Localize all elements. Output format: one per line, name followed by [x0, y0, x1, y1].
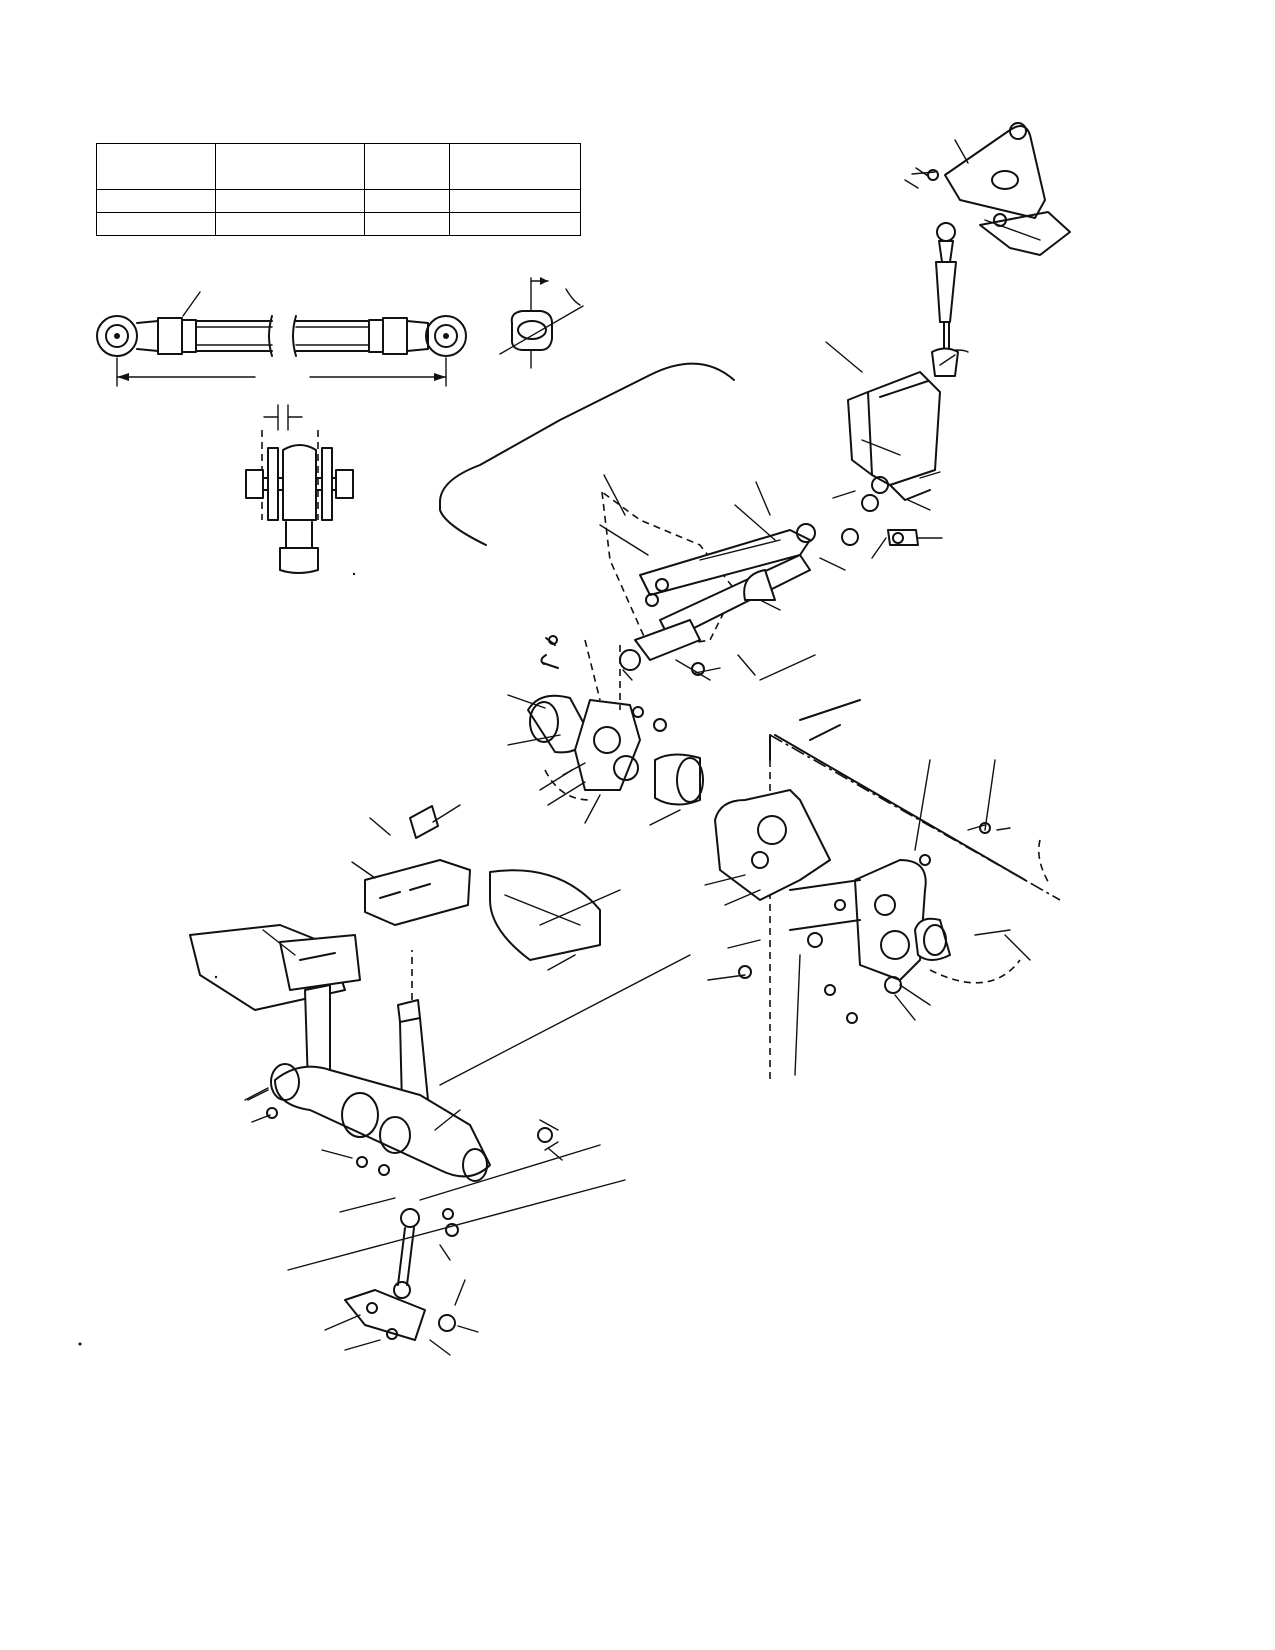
mid-bellcrank-assembly: [540, 490, 859, 681]
upper-bellcrank-bracket: [904, 122, 1071, 256]
spec-table: [96, 143, 581, 236]
spec-table-row: [96, 189, 581, 213]
spec-cell: [215, 212, 365, 236]
spec-cell: [96, 212, 216, 236]
assembly-centerlines: [287, 639, 691, 1271]
callout-leaders: [244, 139, 1031, 1356]
exploded-control-linkage-assembly: [78, 122, 1071, 1356]
lower-link-assembly: [339, 1197, 466, 1351]
support-frame-outline: [759, 654, 1061, 1080]
stray-dot: [214, 975, 218, 979]
spec-cell: [215, 189, 365, 213]
upper-bellcrank-assembly: [832, 371, 943, 546]
spec-cell: [449, 212, 581, 236]
rod-end-angle-detail: [499, 277, 584, 369]
spec-cell: [364, 212, 450, 236]
spec-cell: [364, 143, 450, 190]
brace-outline: [439, 362, 735, 546]
pedal-assembly: [189, 804, 601, 1182]
rod-end-length-detail: [96, 291, 467, 387]
rod-end-clevis-clearance-detail: [245, 404, 354, 574]
spec-table-row: [96, 212, 581, 236]
main-support-bracket: [707, 789, 1021, 1024]
stray-dot: [78, 1342, 82, 1346]
stray-dot: [352, 572, 356, 576]
upper-push-rod: [931, 222, 969, 377]
pivot-housing: [527, 694, 704, 806]
